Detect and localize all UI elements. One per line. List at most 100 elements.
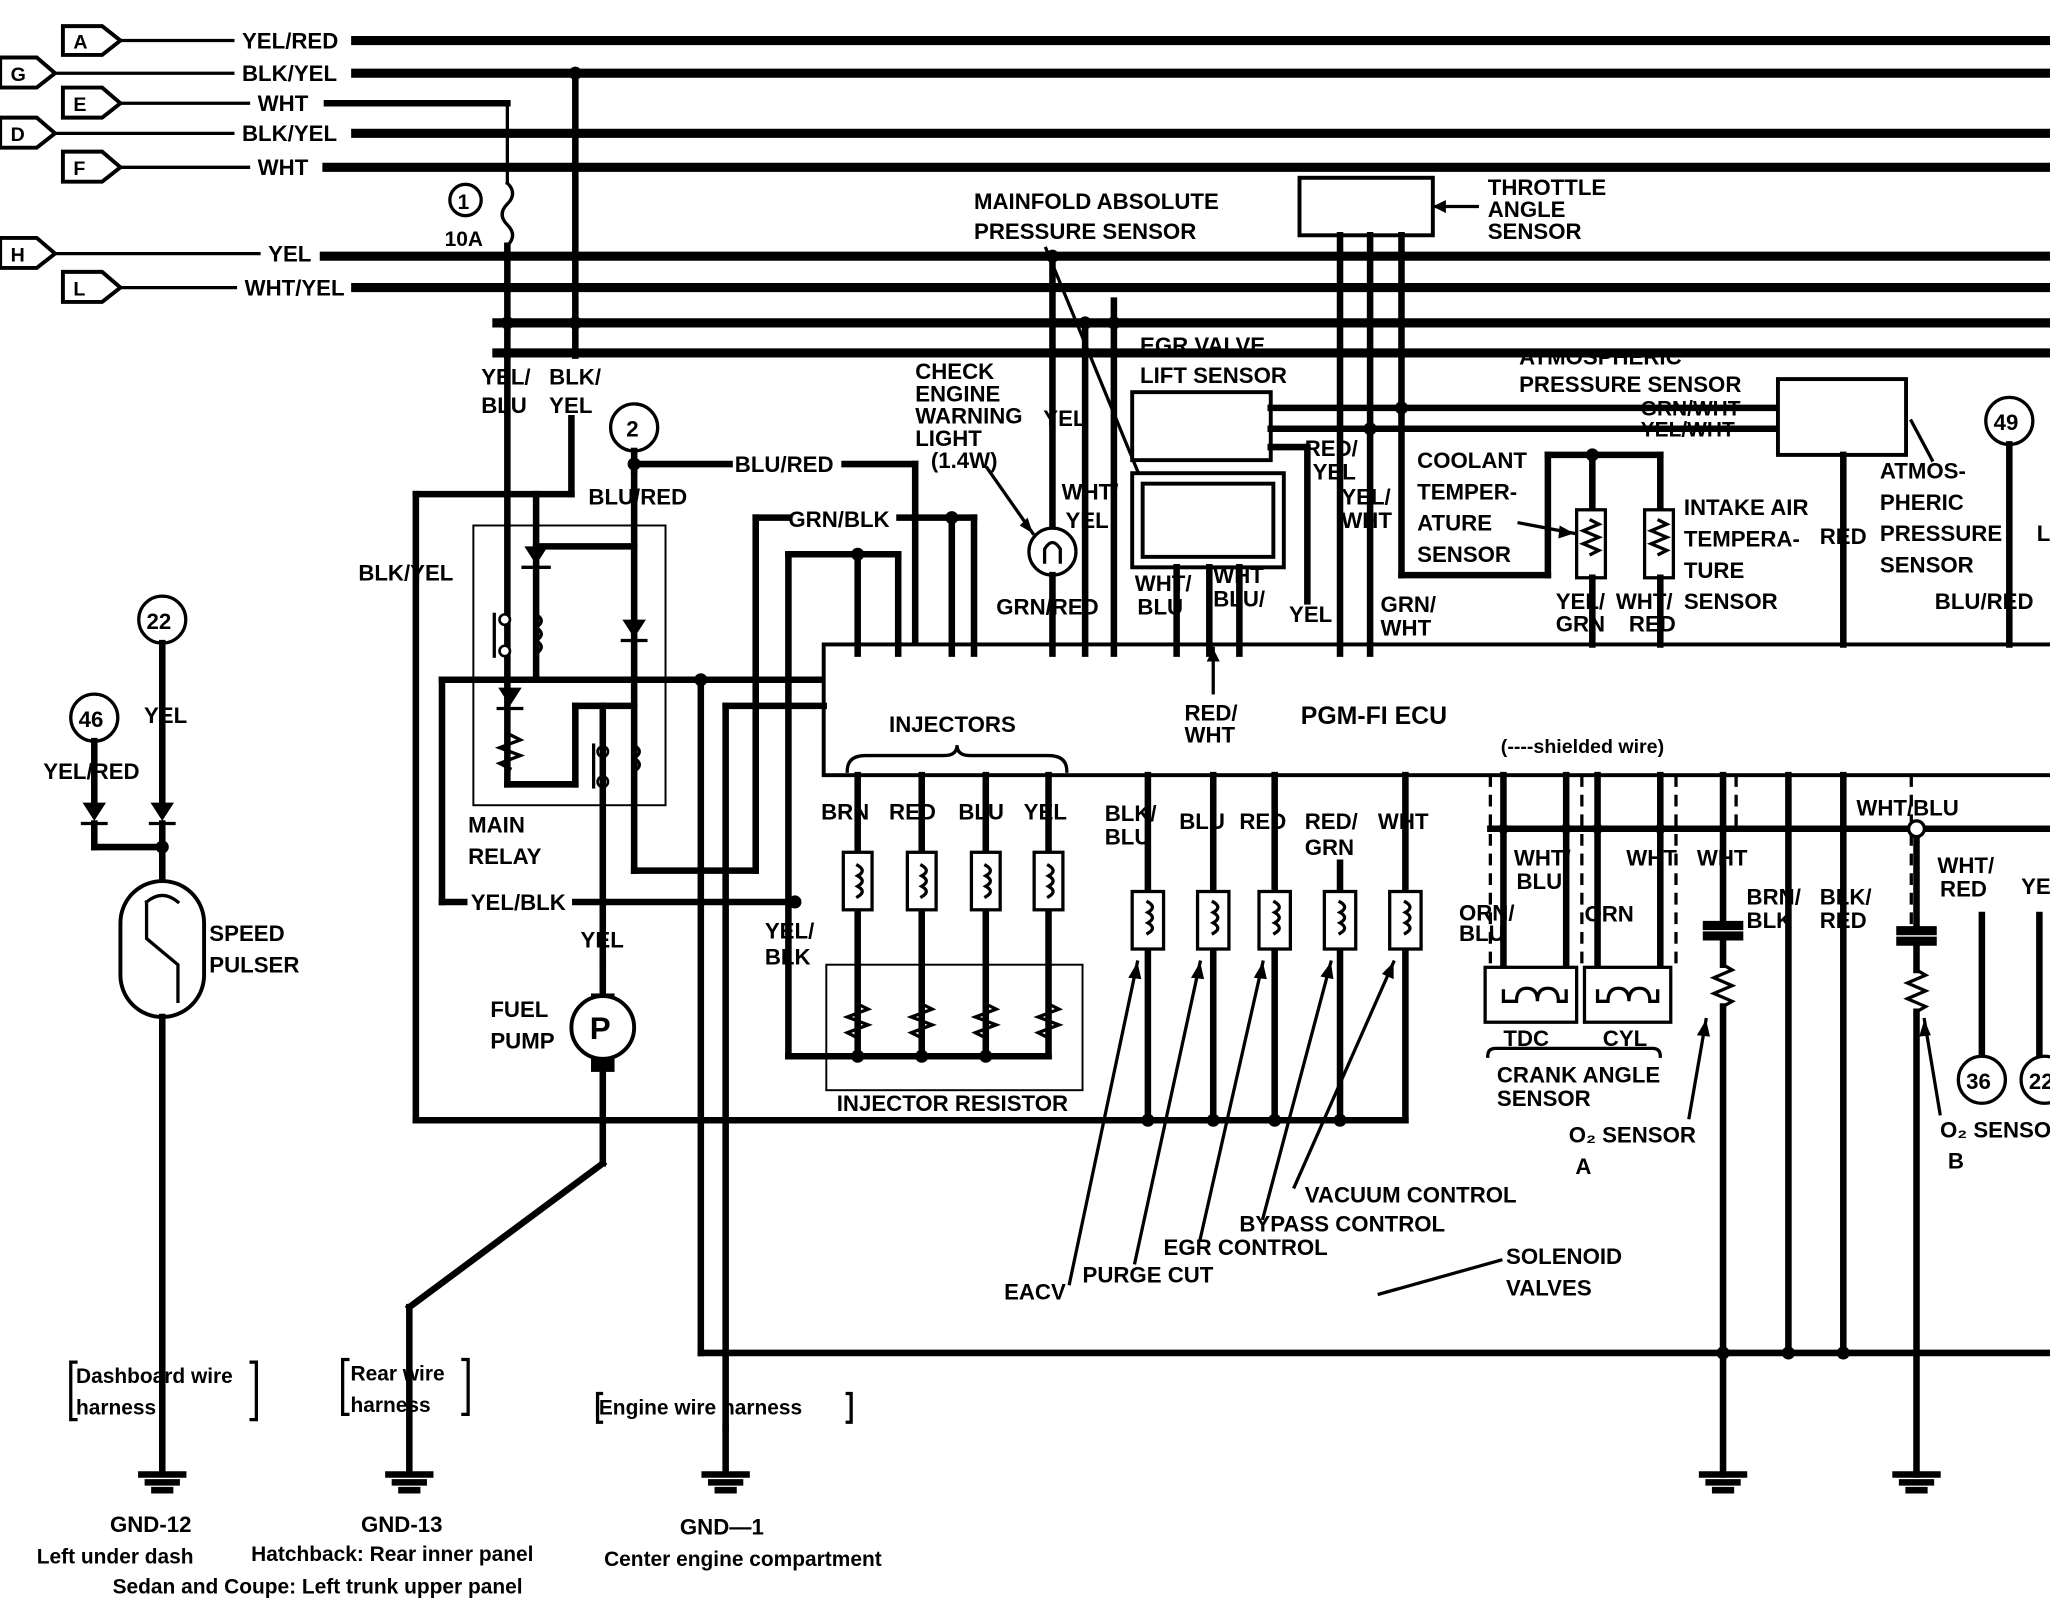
svg-text:EACV: EACV <box>1004 1279 1066 1304</box>
svg-text:ATURE: ATURE <box>1417 511 1492 536</box>
svg-text:RED: RED <box>1629 611 1676 636</box>
svg-text:SOLENOID: SOLENOID <box>1506 1244 1622 1269</box>
svg-text:RED: RED <box>1820 524 1867 549</box>
svg-text:ATMOSPHERIC: ATMOSPHERIC <box>1519 345 1682 370</box>
svg-text:WHT/: WHT/ <box>1514 845 1571 870</box>
svg-text:WHT/BLU: WHT/BLU <box>1856 796 1958 821</box>
svg-text:B: B <box>1948 1149 1964 1174</box>
svg-text:YEL: YEL <box>549 393 592 418</box>
svg-text:BLU: BLU <box>958 800 1004 825</box>
svg-text:Center engine compartment: Center engine compartment <box>604 1548 882 1571</box>
svg-text:TEMPERA-: TEMPERA- <box>1684 526 1800 551</box>
connector-g-icon <box>0 55 59 90</box>
svg-text:YEL: YEL <box>1289 602 1332 627</box>
svg-text:SPEED: SPEED <box>209 921 284 946</box>
warning-lamp-icon <box>1027 526 1078 577</box>
ground-13-id: GND-13 <box>361 1512 443 1537</box>
svg-text:WHT: WHT <box>1184 722 1235 747</box>
svg-text:YEL: YEL <box>1313 460 1356 485</box>
crank-o2-sensors: TDC CYL CRANK ANGLE SENSOR WHT/ BLU WHT … <box>1459 771 2050 1494</box>
svg-text:BYPASS CONTROL: BYPASS CONTROL <box>1239 1211 1445 1236</box>
svg-text:(----shielded wire): (----shielded wire) <box>1501 736 1664 758</box>
svg-text:RED/: RED/ <box>1184 700 1237 725</box>
svg-text:RED: RED <box>889 800 936 825</box>
svg-text:ATMOS-: ATMOS- <box>1880 458 1966 483</box>
svg-text:GRN/RED: GRN/RED <box>996 594 1098 619</box>
svg-text:GRN: GRN <box>1556 611 1605 636</box>
svg-text:TDC: TDC <box>1503 1026 1549 1051</box>
svg-text:2: 2 <box>626 417 638 442</box>
svg-text:MAIN: MAIN <box>468 813 525 838</box>
fuel-pump-icon <box>569 994 637 1061</box>
fuse-10a: 1 10A <box>445 101 515 251</box>
ecu-box <box>821 642 2050 778</box>
svg-text:SENSOR: SENSOR <box>1497 1086 1591 1111</box>
svg-text:Hatchback: Rear inner panel: Hatchback: Rear inner panel <box>251 1543 533 1566</box>
wire-label-a: YEL/RED <box>242 28 338 53</box>
atmospheric-pressure-sensor: ATMOSPHERIC PRESSURE SENSOR GRN/WHT YEL/… <box>1519 345 2050 648</box>
svg-text:SENSOR: SENSOR <box>1488 219 1582 244</box>
svg-text:YE: YE <box>2021 874 2050 899</box>
svg-text:Dashboard wire: Dashboard wire <box>76 1365 233 1388</box>
svg-text:BLK/: BLK/ <box>1820 885 1872 910</box>
svg-text:BRN/: BRN/ <box>1747 885 1801 910</box>
egr-lift-sensor: EGR VALVE LIFT SENSOR YEL RED/ YEL <box>1130 333 1784 627</box>
svg-text:Left under dash: Left under dash <box>37 1545 194 1568</box>
svg-text:SENSOR: SENSOR <box>1417 542 1511 567</box>
svg-text:Sedan and Coupe: Left trunk up: Sedan and Coupe: Left trunk upper panel <box>113 1575 523 1598</box>
injector-resistor-box <box>825 963 1084 1092</box>
svg-text:BLU: BLU <box>1105 824 1151 849</box>
svg-text:BLU: BLU <box>1137 594 1183 619</box>
svg-text:harness: harness <box>350 1394 430 1417</box>
svg-text:RED: RED <box>1940 877 1987 902</box>
svg-text:O₂ SENSOR: O₂ SENSOR <box>1569 1122 1696 1147</box>
svg-text:RED: RED <box>1239 809 1286 834</box>
connector-2: 2 BLU/RED BLU/RED <box>588 402 919 655</box>
svg-text:BLU/: BLU/ <box>1213 587 1265 612</box>
svg-text:A: A <box>1575 1154 1591 1179</box>
svg-text:ENGINE: ENGINE <box>915 381 1000 406</box>
ecu-label: PGM-FI ECU <box>1301 703 1447 730</box>
svg-text:GRN/WHT: GRN/WHT <box>1641 398 1741 421</box>
svg-text:INJECTOR RESISTOR: INJECTOR RESISTOR <box>837 1091 1068 1116</box>
svg-text:PUMP: PUMP <box>490 1028 554 1053</box>
svg-text:YEL/BLK: YEL/BLK <box>471 890 566 915</box>
svg-text:BLU: BLU <box>481 393 527 418</box>
svg-text:BLK/: BLK/ <box>549 364 601 389</box>
svg-text:MAINFOLD ABSOLUTE: MAINFOLD ABSOLUTE <box>974 189 1219 214</box>
svg-text:EGR CONTROL: EGR CONTROL <box>1164 1235 1328 1260</box>
svg-text:WHT/: WHT/ <box>1616 589 1673 614</box>
connector-h-icon <box>0 235 59 270</box>
svg-text:46: 46 <box>79 707 104 732</box>
svg-text:BLU: BLU <box>1459 921 1505 946</box>
wire-label-f: WHT <box>258 155 309 180</box>
main-relay: MAIN RELAY BLK/YEL <box>358 467 827 1124</box>
svg-text:GRN/: GRN/ <box>1381 592 1437 617</box>
svg-text:PRESSURE SENSOR: PRESSURE SENSOR <box>1519 372 1741 397</box>
svg-text:WHT: WHT <box>1381 615 1432 640</box>
connector-bus: A YEL/RED G BLK/YEL E WHT D BLK/YEL F WH… <box>0 24 2050 358</box>
connector-e-icon <box>60 85 124 120</box>
wire-label-h: YEL <box>268 241 311 266</box>
fuel-pump: YEL P FUEL PUMP <box>404 928 637 1474</box>
egr-lift-box <box>1130 390 1273 463</box>
svg-text:WHT/: WHT/ <box>1135 571 1192 596</box>
svg-text:Rear wire: Rear wire <box>350 1362 444 1385</box>
check-engine-light: CHECK ENGINE WARNING LIGHT (1.4W) YEL GR… <box>915 249 1099 657</box>
relay-feed-wires: YEL/ BLU BLK/ YEL <box>481 66 601 788</box>
svg-text:WHT: WHT <box>1341 508 1392 533</box>
svg-text:O₂ SENSO: O₂ SENSO <box>1940 1117 2050 1142</box>
svg-text:YEL: YEL <box>144 703 187 728</box>
svg-text:LIGHT: LIGHT <box>915 426 982 451</box>
circled-number-36-icon <box>1956 1054 2008 1105</box>
svg-text:RELAY: RELAY <box>468 844 541 869</box>
svg-text:BRN: BRN <box>821 800 869 825</box>
svg-text:BLU/RED: BLU/RED <box>735 452 834 477</box>
circled-number-22b-icon <box>2019 1054 2050 1105</box>
connector-d-icon <box>0 115 59 150</box>
svg-text:EGR VALVE: EGR VALVE <box>1140 333 1265 358</box>
svg-text:YEL/: YEL/ <box>765 919 814 944</box>
svg-text:SENSOR: SENSOR <box>1684 589 1778 614</box>
connector-f-icon <box>60 149 124 184</box>
